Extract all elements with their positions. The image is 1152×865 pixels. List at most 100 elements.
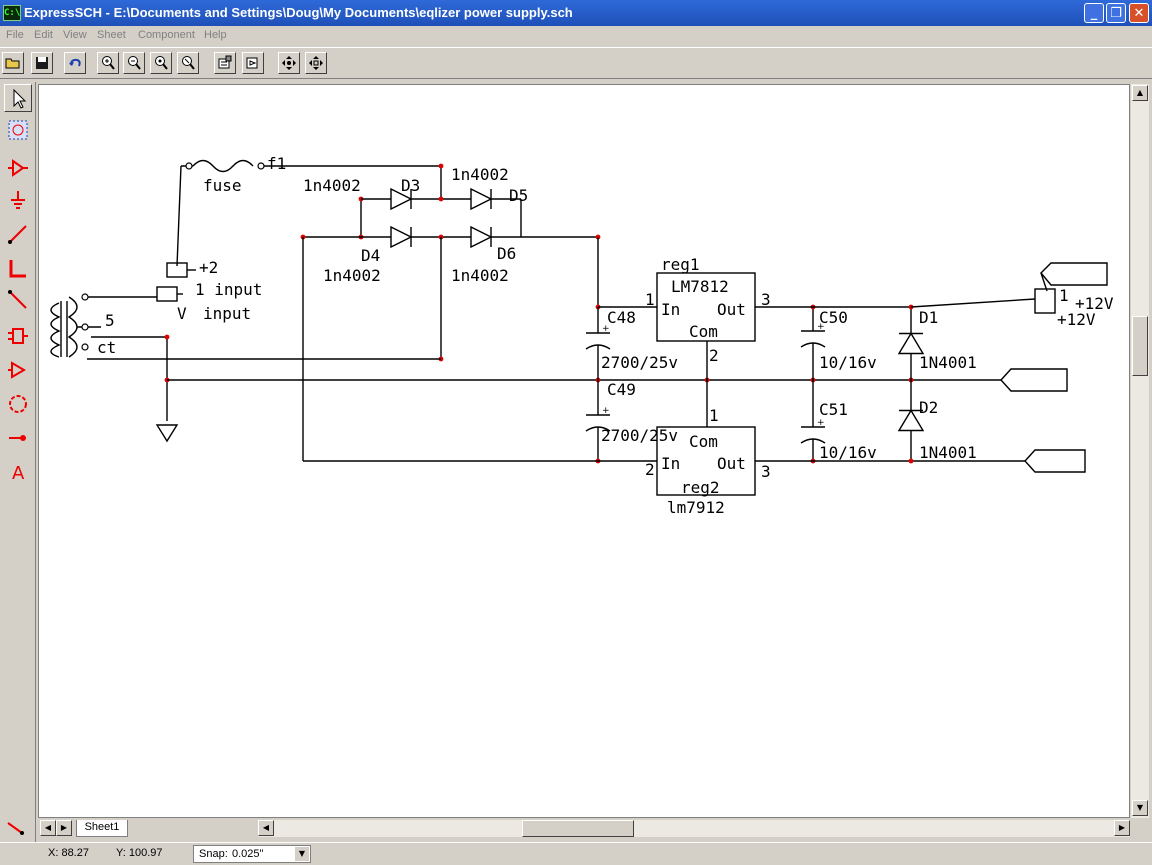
label-c49-ref: C49 — [607, 380, 636, 399]
label-reg2-com: Com — [689, 432, 718, 451]
zoom-fit-icon[interactable] — [177, 52, 199, 74]
pointer-icon[interactable] — [4, 84, 32, 112]
status-bar: X: 88.27 Y: 100.97 Snap: 0.025" ▼ — [0, 842, 1152, 865]
zoom-area-icon[interactable] — [150, 52, 172, 74]
horizontal-scrollbar[interactable]: ◀ ▶ — [258, 820, 1130, 837]
output-connector — [1034, 288, 1056, 314]
component-edit-icon[interactable] — [242, 52, 264, 74]
label-j-pin2: +2 — [199, 258, 218, 277]
capacitor-c48-plus: + — [602, 324, 610, 334]
wire — [1040, 272, 1048, 292]
cursor-x-readout: X: 88.27 — [48, 847, 89, 859]
text-icon[interactable]: A — [4, 458, 32, 486]
label-reg1-p2: 2 — [709, 346, 719, 365]
scroll-left-arrow[interactable]: ◀ — [258, 820, 274, 836]
close-button[interactable]: ✕ — [1129, 3, 1149, 23]
scroll-down-arrow[interactable]: ▼ — [1132, 800, 1148, 816]
bus-icon[interactable] — [4, 254, 32, 282]
diode-d3 — [390, 187, 413, 211]
diode-d1 — [897, 332, 925, 355]
snap-value: 0.025" — [232, 848, 264, 860]
zoom-in-icon[interactable] — [97, 52, 119, 74]
label-reg2-p1: 1 — [709, 406, 719, 425]
label-reg1-com: Com — [689, 322, 718, 341]
circle-icon[interactable] — [4, 390, 32, 418]
menu-help[interactable]: Help — [204, 29, 227, 41]
toolbar — [0, 47, 1152, 79]
diode-d6 — [470, 225, 493, 249]
wire — [176, 165, 182, 267]
label-d3-val: 1n4002 — [303, 176, 361, 195]
label-d4-ref: D4 — [361, 246, 380, 265]
label-c51-ref: C51 — [819, 400, 848, 419]
pan-icon[interactable] — [278, 52, 300, 74]
junction-icon[interactable] — [4, 424, 32, 452]
window-title: ExpressSCH - E:\Documents and Settings\D… — [24, 5, 573, 20]
wire-icon[interactable] — [4, 220, 32, 248]
restore-button[interactable]: ❐ — [1106, 3, 1126, 23]
label-d1-val: 1N4001 — [919, 353, 977, 372]
menu-view[interactable]: View — [63, 29, 87, 41]
fuse-symbol — [192, 159, 254, 173]
app-icon: C:\ — [3, 5, 21, 21]
sheet-next-arrow[interactable]: ▶ — [56, 820, 72, 836]
menu-sheet[interactable]: Sheet — [97, 29, 126, 41]
label-j-pin1: 1 input — [195, 280, 262, 299]
svg-text:A: A — [12, 463, 25, 483]
open-folder-icon[interactable] — [2, 52, 24, 74]
label-t-5: 5 — [105, 311, 115, 330]
line-icon[interactable] — [4, 286, 32, 314]
junction-dot — [908, 458, 914, 464]
chevron-down-icon[interactable]: ▼ — [294, 847, 309, 861]
transformer-core — [60, 301, 68, 357]
vertical-scrollbar[interactable]: ▲ ▼ — [1131, 84, 1149, 818]
fuse-terminal — [185, 162, 193, 170]
label-c49-val: 2700/25v — [601, 426, 678, 445]
menu-file[interactable]: File — [6, 29, 24, 41]
menu-component[interactable]: Component — [138, 29, 195, 41]
label-reg1-out: Out — [717, 300, 746, 319]
port-minus12v — [1024, 449, 1086, 473]
component-icon[interactable] — [4, 322, 32, 350]
fuse-terminal — [257, 162, 265, 170]
label-reg2-in: In — [661, 454, 680, 473]
horizontal-scroll-thumb[interactable] — [522, 820, 634, 837]
scroll-up-arrow[interactable]: ▲ — [1132, 85, 1148, 101]
transformer-tap — [81, 343, 89, 351]
minimize-button[interactable]: _ — [1084, 3, 1104, 23]
label-reg1-in: In — [661, 300, 680, 319]
sheet-prev-arrow[interactable]: ◀ — [40, 820, 56, 836]
undo-icon[interactable] — [64, 52, 86, 74]
label-d1-ref: D1 — [919, 308, 938, 327]
snap-select[interactable]: Snap: 0.025" ▼ — [193, 845, 311, 863]
save-disk-icon[interactable] — [31, 52, 53, 74]
part-symbol-icon[interactable] — [4, 154, 32, 182]
wire-mode-icon[interactable] — [4, 820, 30, 836]
tab-sheet1[interactable]: Sheet1 — [76, 820, 128, 837]
label-jout-b: +12V — [1057, 310, 1096, 329]
capacitor-c49-plus: + — [602, 406, 610, 416]
label-d2-ref: D2 — [919, 398, 938, 417]
label-reg2-out: Out — [717, 454, 746, 473]
capacitor-c50-plus: + — [817, 322, 825, 332]
label-c50-ref: C50 — [819, 308, 848, 327]
cursor-y-readout: Y: 100.97 — [116, 847, 163, 859]
ground-icon[interactable] — [4, 186, 32, 214]
label-d2-val: 1N4001 — [919, 443, 977, 462]
label-d6-val: 1n4002 — [451, 266, 509, 285]
vertical-scroll-thumb[interactable] — [1132, 316, 1148, 376]
snap-label: Snap: — [199, 848, 228, 860]
label-reg1-p3: 3 — [761, 290, 771, 309]
port-icon[interactable] — [4, 356, 32, 384]
menu-edit[interactable]: Edit — [34, 29, 53, 41]
label-reg2-p3: 3 — [761, 462, 771, 481]
properties-icon[interactable] — [214, 52, 236, 74]
zoom-out-icon[interactable] — [123, 52, 145, 74]
diode-d4 — [390, 225, 413, 249]
pan-center-icon[interactable] — [305, 52, 327, 74]
junction-dot — [908, 304, 914, 310]
select-area-icon[interactable] — [4, 116, 32, 144]
scroll-right-arrow[interactable]: ▶ — [1114, 820, 1130, 836]
